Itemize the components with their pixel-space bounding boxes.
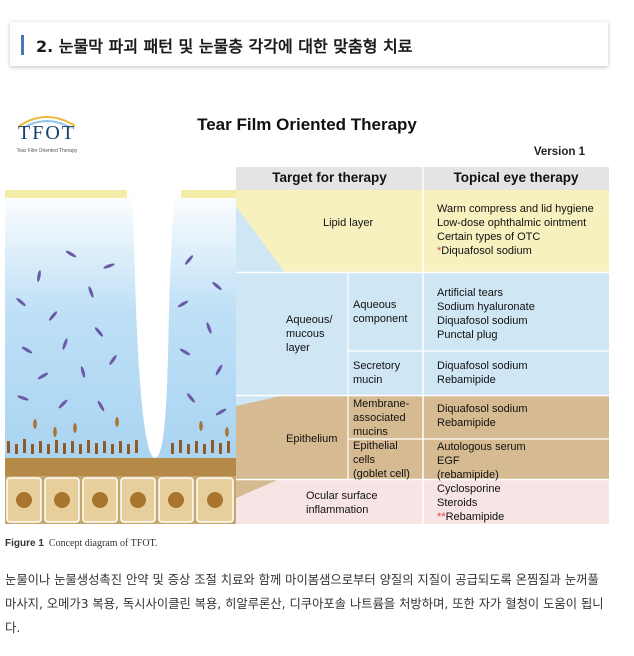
lipid-therapy-4-text: Diquafosol sodium: [441, 245, 532, 257]
aqueous-therapy-1: Artificial tears: [437, 287, 504, 299]
epithelial-cells: [5, 458, 236, 524]
epithelial-cells-line3: (goblet cell): [353, 468, 410, 480]
aqueous-label-line3: layer: [286, 342, 310, 354]
aqueous-label-line2: mucous: [286, 328, 325, 340]
section-title: 2. 눈물막 파괴 패턴 및 눈물층 각각에 대한 맞춤형 치료: [36, 37, 413, 56]
membrane-mucins-line1: Membrane-: [353, 398, 410, 410]
inflammation-label-line1: Ocular surface: [306, 490, 378, 502]
aqueous-component-line1: Aqueous: [353, 299, 397, 311]
lipid-therapy-3: Certain types of OTC: [437, 231, 541, 243]
caption-text: Concept diagram of TFOT.: [48, 538, 158, 549]
inflammation-therapy-list: Cyclosporine Steroids **Rebamipide: [437, 482, 504, 524]
membrane-therapy-2: Rebamipide: [437, 417, 496, 429]
lipid-band: [5, 190, 127, 198]
membrane-mucins-label: Membrane- associated mucins: [353, 397, 409, 439]
lipid-therapy-2: Low-dose ophthalmic ointment: [437, 217, 587, 229]
membrane-therapy-list: Diquafosol sodium Rebamipide: [437, 402, 528, 430]
logo-text: TFOT: [18, 122, 76, 144]
epithelium-label: Epithelium: [286, 433, 338, 445]
section-accent-bar: [21, 35, 24, 55]
lipid-therapy-4: *Diquafosol sodium: [437, 244, 594, 258]
secretory-therapy-1: Diquafosol sodium: [437, 360, 528, 372]
double-asterisk-mark: **: [437, 511, 446, 523]
inflammation-therapy-3: **Rebamipide: [437, 510, 504, 524]
tfot-logo: TFOT Tear Film Oriented Therapy: [11, 106, 83, 160]
version-label: Version 1: [533, 146, 585, 158]
body-paragraph: 눈물이나 눈물생성촉진 안약 및 증상 조절 치료와 함께 마이봄샘으로부터 양…: [5, 573, 604, 635]
aqueous-component-line2: component: [353, 313, 408, 325]
epithelial-cells-label: Epithelial cells (goblet cell): [353, 439, 410, 481]
mucin-strands: [7, 439, 230, 454]
mucin-particles: [16, 250, 227, 416]
secretory-mucin-line1: Secretory: [353, 360, 401, 372]
secretory-mucin-label: Secretory mucin: [353, 359, 400, 387]
inflammation-therapy-1: Cyclosporine: [437, 483, 501, 495]
epithelial-therapy-3: (rebamipide): [437, 469, 499, 481]
membrane-mucins-line2: associated: [353, 412, 406, 424]
secretory-therapy-list: Diquafosol sodium Rebamipide: [437, 359, 528, 387]
lipid-therapy-list: Warm compress and lid hygiene Low-dose o…: [437, 202, 594, 258]
secretory-mucin-line2: mucin: [353, 374, 383, 386]
membrane-therapy-1: Diquafosol sodium: [437, 403, 528, 415]
aqueous-connector: [236, 206, 285, 406]
tfot-figure: TFOT Tear Film Oriented Therapy Tear Fil…: [5, 106, 609, 524]
epithelial-therapy-list: Autologous serum EGF (rebamipide): [437, 440, 526, 482]
figure-title: Tear Film Oriented Therapy: [197, 115, 417, 134]
aqueous-therapy-list: Artificial tears Sodium hyaluronate Diqu…: [437, 286, 535, 342]
aqueous-therapy-4: Punctal plug: [437, 329, 498, 341]
inflammation-label: Ocular surface inflammation: [306, 489, 378, 517]
aqueous-component-label: Aqueous component: [353, 298, 407, 326]
lipid-layer-label: Lipid layer: [323, 217, 374, 229]
tfot-diagram: [5, 116, 609, 524]
asterisk-mark: *: [437, 245, 442, 257]
inflammation-therapy-2: Steroids: [437, 497, 478, 509]
aqueous-therapy-3: Diquafosol sodium: [437, 315, 528, 327]
figure-caption: Figure 1 Concept diagram of TFOT.: [5, 538, 157, 549]
inflammation-label-line2: inflammation: [306, 504, 369, 516]
aqueous-therapy-2: Sodium hyaluronate: [437, 301, 535, 313]
secretory-therapy-2: Rebamipide: [437, 374, 496, 386]
inflammation-therapy-3-text: Rebamipide: [445, 511, 505, 523]
epithelial-therapy-1: Autologous serum: [437, 441, 526, 453]
col-target-header: Target for therapy: [272, 170, 387, 185]
epithelial-cells-line1: Epithelial: [353, 440, 398, 452]
lipid-therapy-1: Warm compress and lid hygiene: [437, 203, 594, 215]
aqueous-label-line1: Aqueous/: [286, 314, 333, 326]
tear-film-water: [5, 190, 236, 458]
logo-subtitle: Tear Film Oriented Therapy: [16, 148, 78, 154]
col-topical-header: Topical eye therapy: [453, 170, 579, 185]
membrane-mucins-line3: mucins: [353, 426, 388, 438]
section-header: 2. 눈물막 파괴 패턴 및 눈물층 각각에 대한 맞춤형 치료: [10, 22, 608, 66]
epithelium-connector: [236, 396, 280, 498]
logo-arcs: [18, 116, 76, 129]
goblet-particles: [33, 417, 229, 437]
epithelial-therapy-2: EGF: [437, 455, 460, 467]
epithelial-cells-line2: cells: [353, 454, 376, 466]
caption-label: Figure 1: [5, 538, 44, 549]
aqueous-layer-label: Aqueous/ mucous layer: [286, 313, 332, 355]
